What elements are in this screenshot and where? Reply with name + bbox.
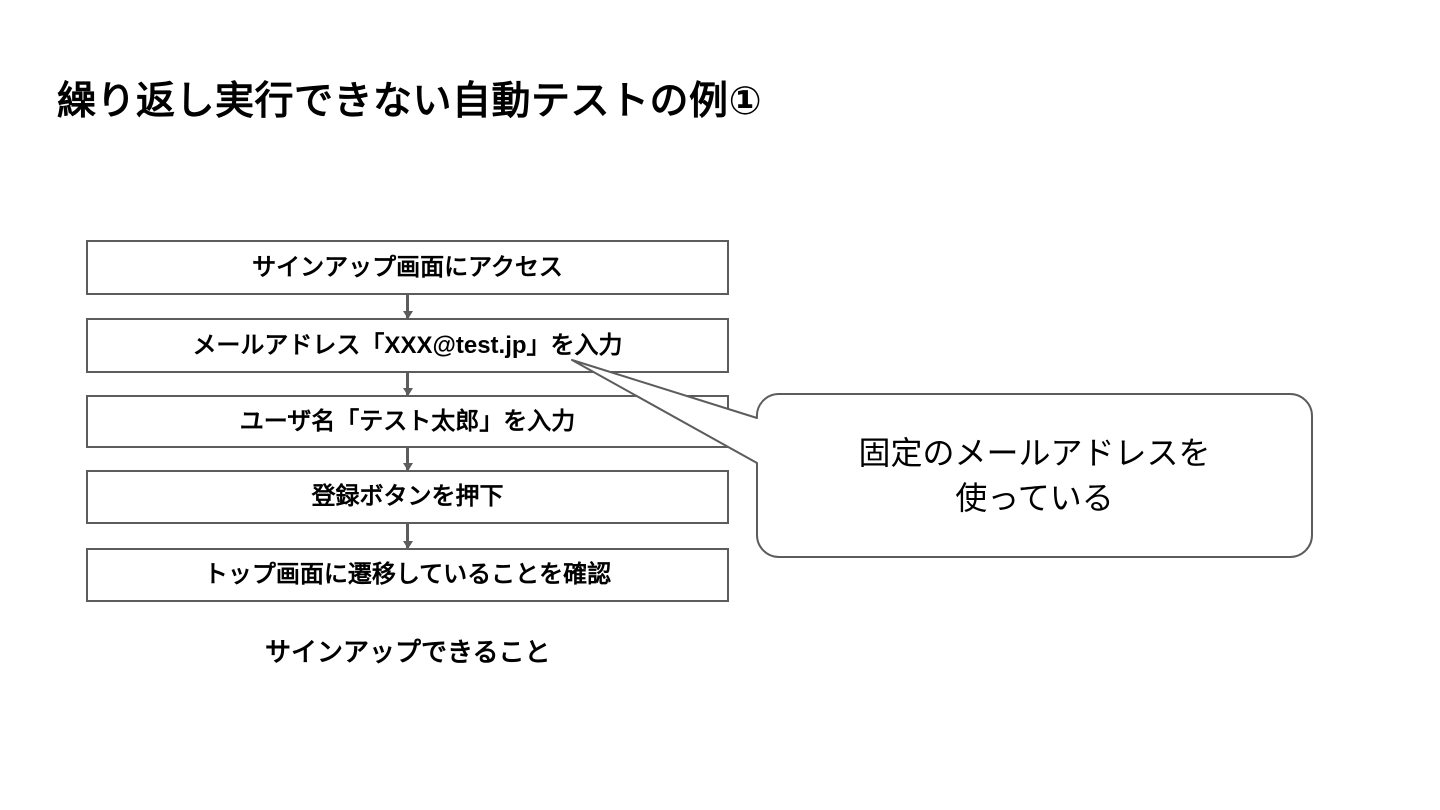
flowchart: サインアップ画面にアクセス メールアドレス「XXX@test.jp」を入力 ユー… — [86, 240, 729, 602]
callout-bubble: 固定のメールアドレスを 使っている — [560, 350, 1330, 575]
callout-line-1: 固定のメールアドレスを — [858, 435, 1211, 472]
callout-text: 固定のメールアドレスを 使っている — [757, 394, 1312, 557]
flow-step-3: ユーザ名「テスト太郎」を入力 — [86, 395, 729, 448]
callout-line-2: 使っている — [955, 479, 1114, 516]
flow-connector-1 — [406, 295, 409, 318]
flow-step-4: 登録ボタンを押下 — [86, 470, 729, 524]
flow-step-2: メールアドレス「XXX@test.jp」を入力 — [86, 318, 729, 373]
flow-step-3-label: ユーザ名「テスト太郎」を入力 — [239, 407, 576, 435]
flow-step-1: サインアップ画面にアクセス — [86, 240, 729, 295]
flow-step-5: トップ画面に遷移していることを確認 — [86, 548, 729, 602]
page-title: 繰り返し実行できない自動テストの例① — [57, 80, 763, 123]
flowchart-caption: サインアップできること — [265, 637, 551, 667]
flow-connector-2 — [406, 373, 409, 395]
callout-shape — [571, 359, 1313, 558]
callout-body-path — [571, 359, 1313, 558]
flow-step-2-label: メールアドレス「XXX@test.jp」を入力 — [192, 331, 623, 359]
flow-connector-4 — [406, 524, 409, 548]
flow-step-1-label: サインアップ画面にアクセス — [252, 253, 563, 281]
flow-step-5-label: トップ画面に遷移していることを確認 — [203, 561, 612, 588]
flow-step-4-label: 登録ボタンを押下 — [311, 483, 504, 510]
flow-connector-3 — [406, 448, 409, 470]
